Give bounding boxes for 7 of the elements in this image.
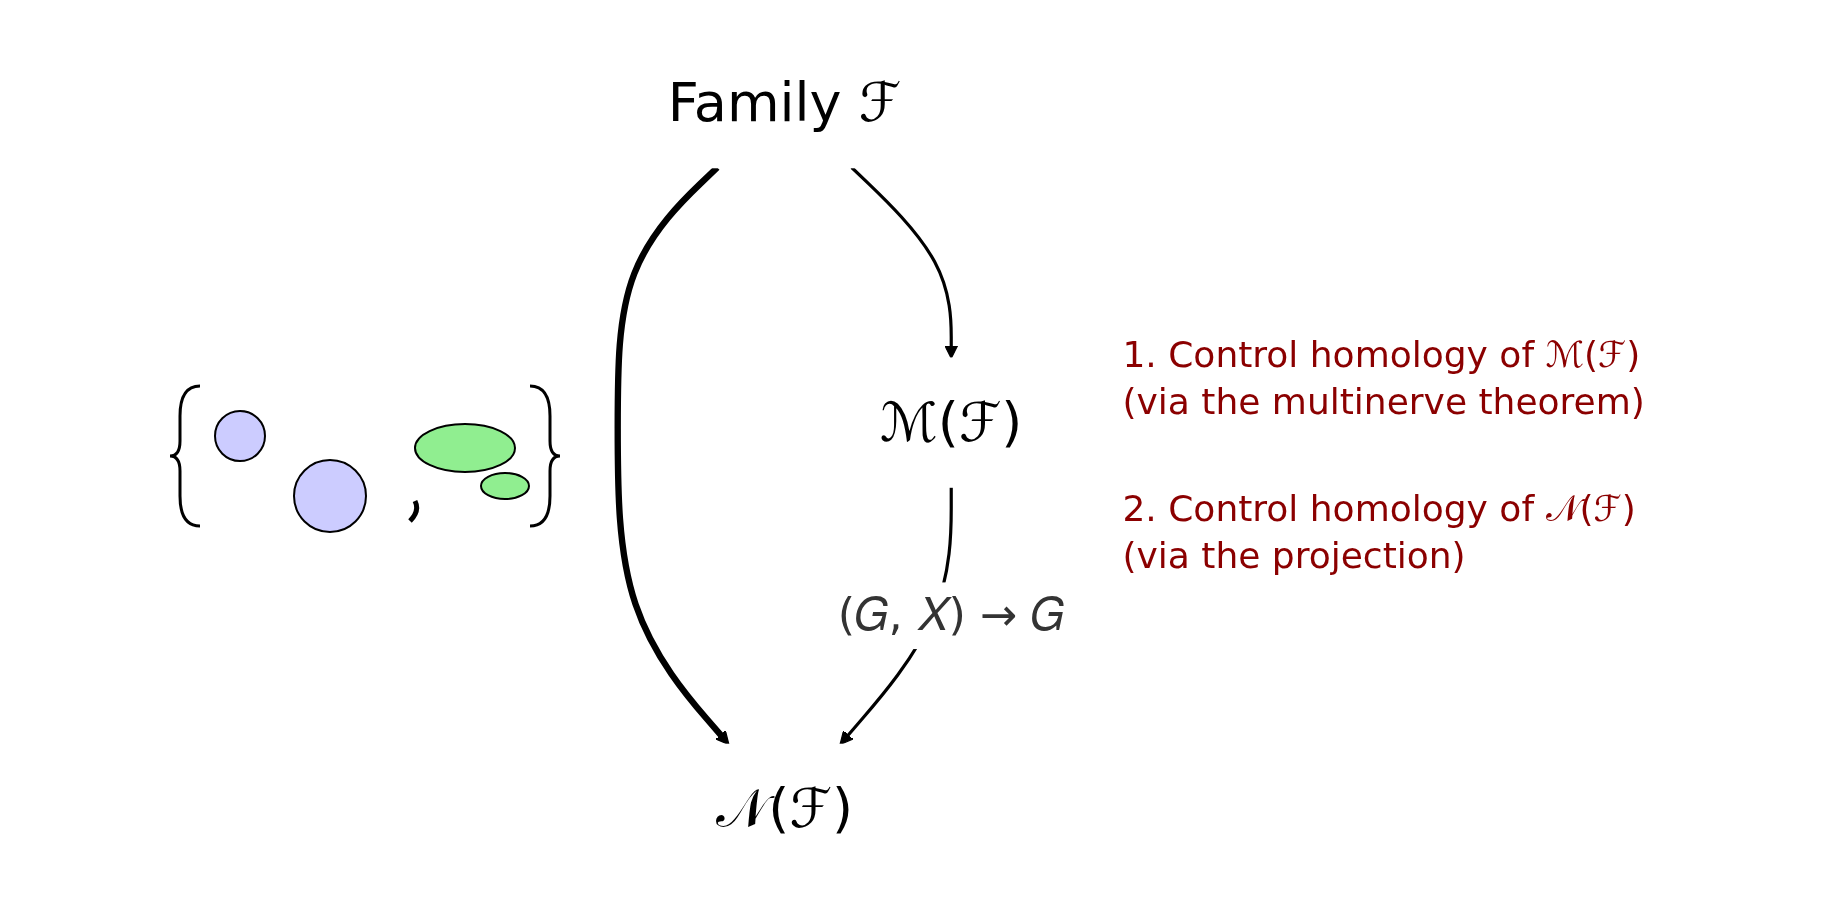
- node-text: Family ℱ: [667, 70, 901, 135]
- note-text: 1. Control homology of ℳ(ℱ) (via the multinerve theorem): [1122, 333, 1646, 425]
- node-text: ℳ(ℱ): [879, 390, 1023, 454]
- arrow: [850, 166, 958, 359]
- node-text: 𝒩(ℱ): [715, 776, 853, 840]
- edge-label: (𝐺, 𝑋) → 𝐺: [837, 588, 1065, 642]
- note-text: 2. Control homology of 𝒩(ℱ) (via the projection): [1122, 487, 1637, 578]
